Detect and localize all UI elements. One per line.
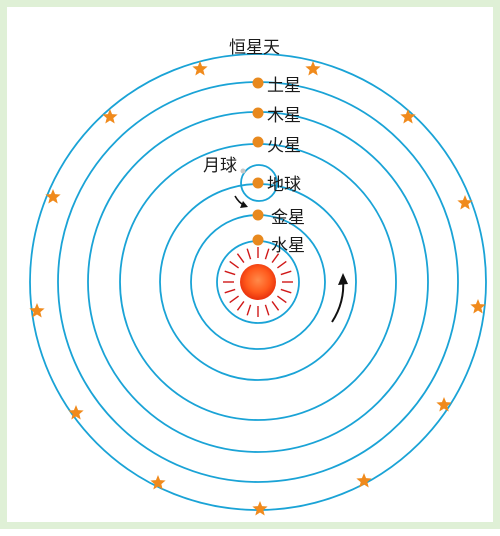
fixed-star-icon: [400, 109, 416, 124]
sun-ray: [277, 260, 287, 269]
planet-label: 土星: [267, 76, 301, 96]
planet-icon: [252, 107, 264, 119]
fixed-star-icon: [457, 195, 473, 210]
sun-ray: [246, 248, 252, 260]
moon-label: 月球: [203, 156, 237, 176]
planet-label: 地球: [267, 175, 301, 195]
moon-direction-arrowhead: [240, 201, 248, 208]
fixed-star-icon: [436, 397, 452, 412]
fixed-stars-label: 恒星天: [229, 38, 280, 58]
fixed-star-icon: [252, 501, 268, 516]
sun: [223, 247, 293, 317]
fixed-star-icon: [68, 405, 84, 420]
sun-ray: [277, 295, 287, 304]
planet-icon: [252, 177, 264, 189]
sun-rays: [223, 247, 293, 317]
planet-icon: [252, 136, 264, 148]
planet-label: 金星: [271, 208, 305, 228]
fixed-star-icon: [305, 61, 321, 76]
fixed-star-icon: [150, 475, 166, 490]
planet-label: 木星: [267, 106, 301, 126]
sun-ray: [224, 288, 236, 294]
fixed-star-icon: [470, 299, 486, 314]
fixed-star-icon: [45, 189, 61, 204]
fixed-star-icon: [29, 303, 45, 318]
sun-ray: [271, 301, 280, 311]
fixed-star-icon: [192, 61, 208, 76]
sun-ray: [236, 253, 245, 263]
moon-orbit-circle: [240, 164, 278, 202]
sun-ray: [246, 304, 252, 316]
sun-ray: [264, 304, 270, 316]
sun-ray: [280, 270, 292, 276]
fixed-star-icon: [102, 109, 118, 124]
orbit-direction-arrowhead: [338, 273, 348, 285]
sun-ray: [224, 270, 236, 276]
planet-label: 水星: [271, 236, 305, 256]
planet-icon: [252, 209, 264, 221]
planet-icon: [252, 234, 264, 246]
sun-ray: [229, 260, 239, 269]
sun-icon: [240, 264, 276, 300]
planet-icon: [252, 77, 264, 89]
orbit-direction-arrow: [331, 278, 345, 323]
sun-ray: [280, 288, 292, 294]
moon-icon: [240, 168, 246, 174]
sun-ray: [229, 295, 239, 304]
moon-orbit: [240, 164, 278, 202]
fixed-star-icon: [356, 473, 372, 488]
fixed-stars: [29, 61, 486, 516]
planet-label: 火星: [267, 136, 301, 156]
sun-ray: [236, 301, 245, 311]
sun-ray: [271, 253, 280, 263]
sun-ray: [264, 248, 270, 260]
